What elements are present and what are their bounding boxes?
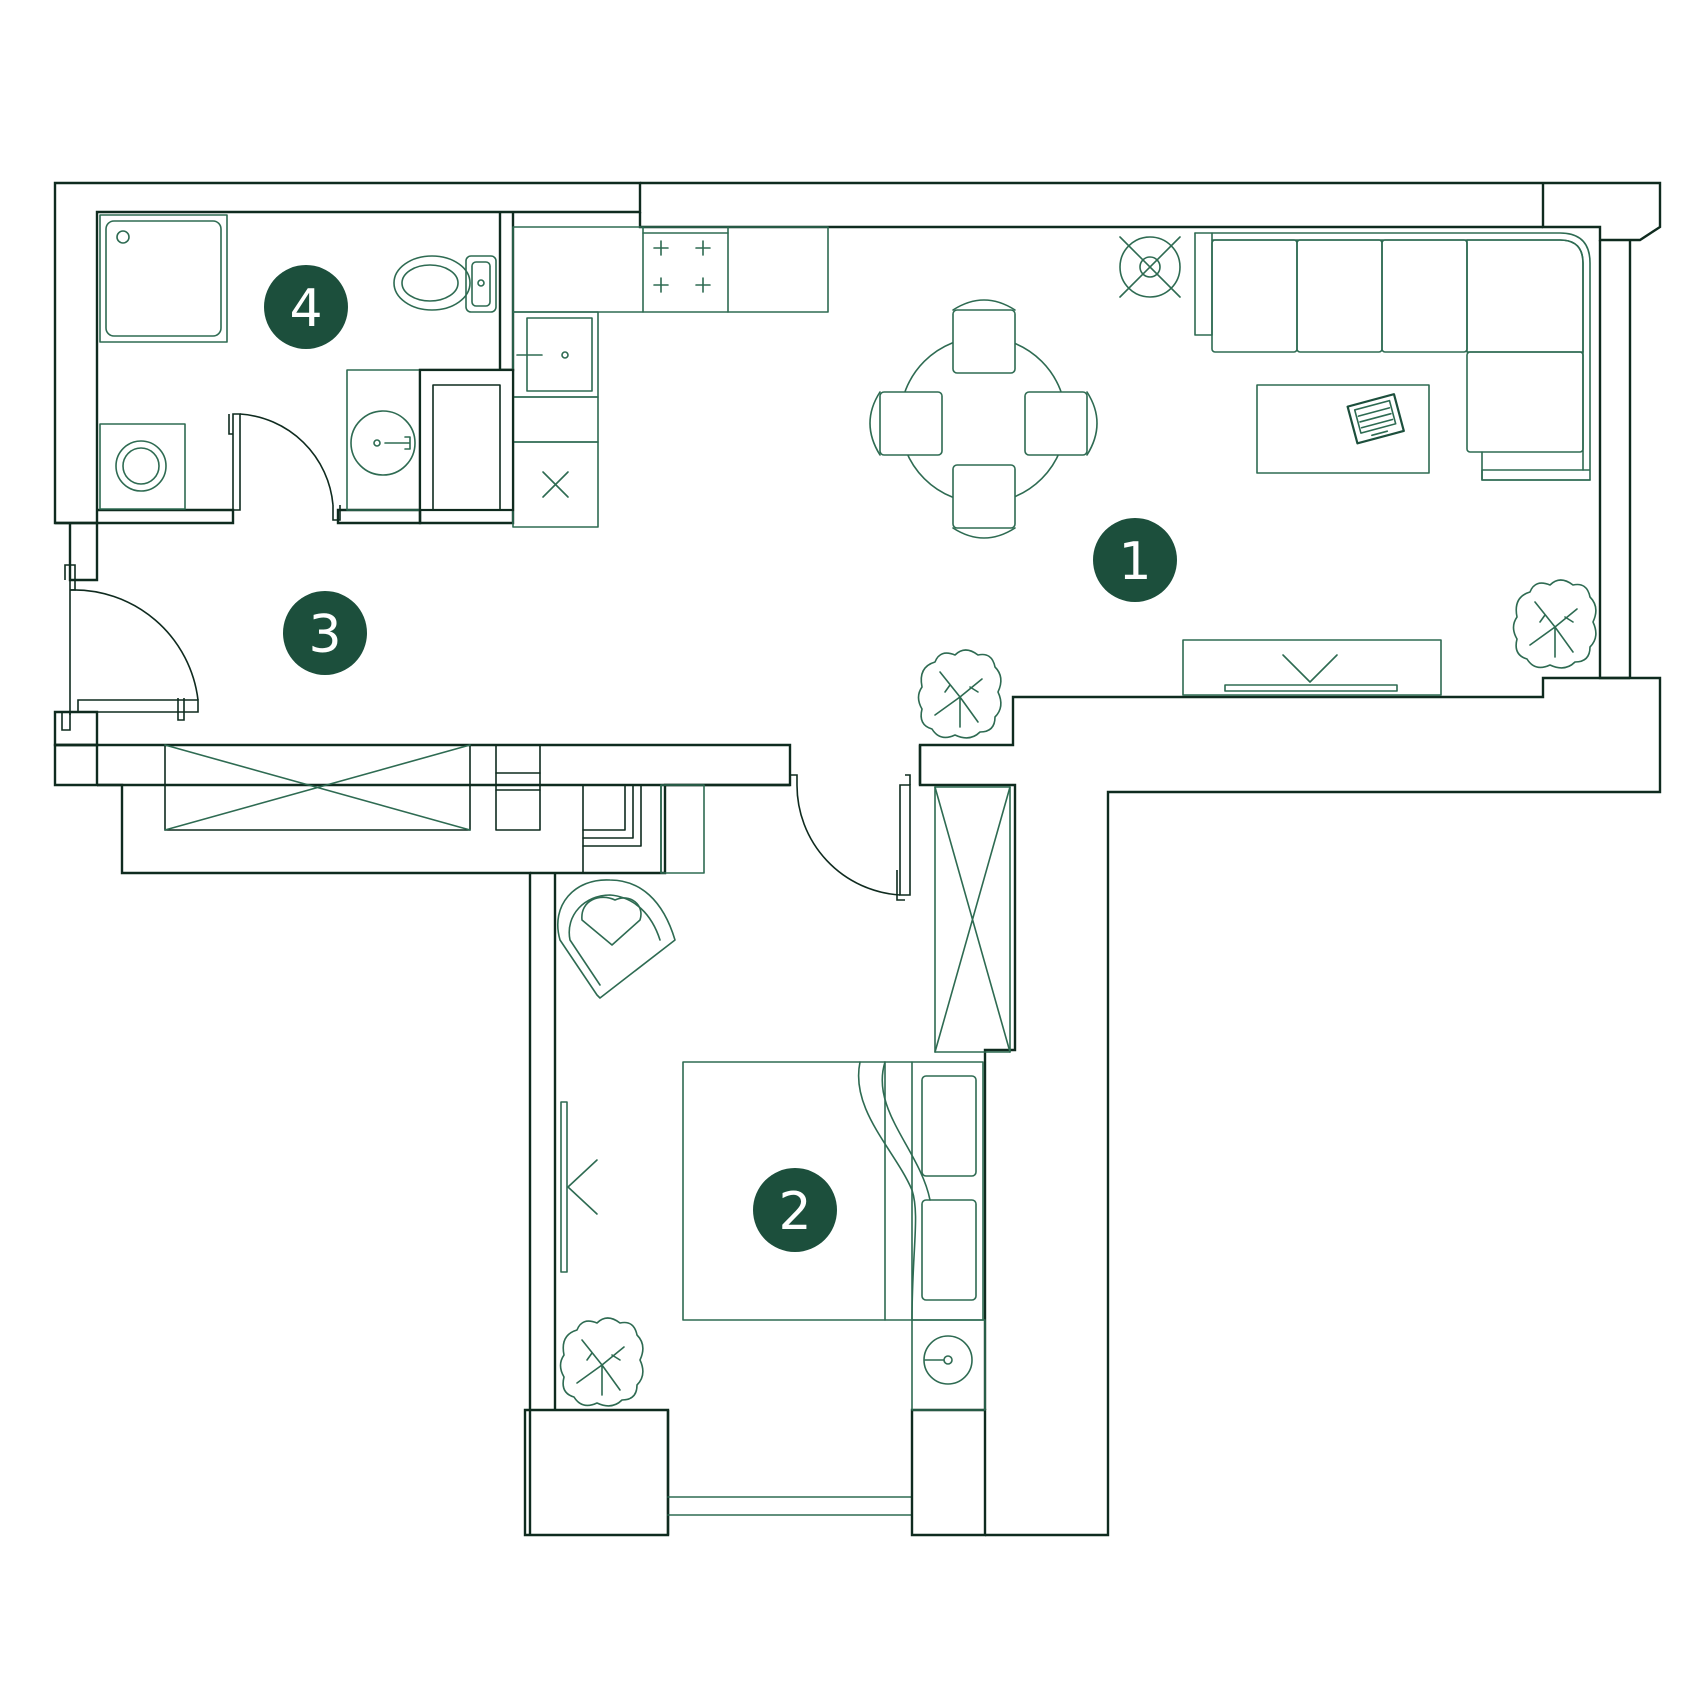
entrance-door[interactable] [61,564,199,731]
lamp-icon [1119,236,1181,298]
dining-chair-right [1024,391,1098,456]
tv-icon [1182,639,1442,696]
dining-chair-top [952,299,1016,374]
room-marker-4: 4 [264,265,348,349]
room-marker-3-label: 3 [308,605,341,665]
plant-icon [917,649,1002,739]
kitchen [512,226,829,528]
stove-icon [642,232,729,293]
coffee-table [1256,384,1430,474]
room-marker-2: 2 [753,1168,837,1252]
bathtub-icon [418,368,515,512]
kitchen-sink-icon [516,351,569,359]
bed-icon [682,1061,984,1321]
hall-wardrobe [164,744,541,831]
dining-chair-bottom [952,464,1016,539]
washing-machine-icon [99,423,186,510]
bedroom-shelf [582,784,705,874]
sofa-icon [1194,232,1591,481]
laptop-icon [1346,393,1405,445]
shower-icon [99,214,228,343]
bathroom [99,214,515,521]
sink-icon [346,369,421,511]
toilet-icon [393,255,497,313]
dining-table [869,299,1098,539]
room-marker-4-label: 4 [289,279,322,339]
armchair-icon [557,879,676,999]
room-marker-1-label: 1 [1118,532,1151,592]
bedroom-door[interactable] [790,774,911,901]
bedroom-tv-icon [560,1101,598,1273]
plant-icon [559,1317,644,1407]
room-marker-1: 1 [1093,518,1177,602]
room-marker-3: 3 [283,591,367,675]
room-marker-2-label: 2 [778,1182,811,1242]
plant-icon [1512,579,1597,669]
nightstand-icon [911,1319,986,1411]
wardrobe-icon [934,786,1011,1053]
dining-chair-left [869,391,943,456]
walls [53,181,1662,1537]
bathroom-door[interactable] [228,413,341,521]
